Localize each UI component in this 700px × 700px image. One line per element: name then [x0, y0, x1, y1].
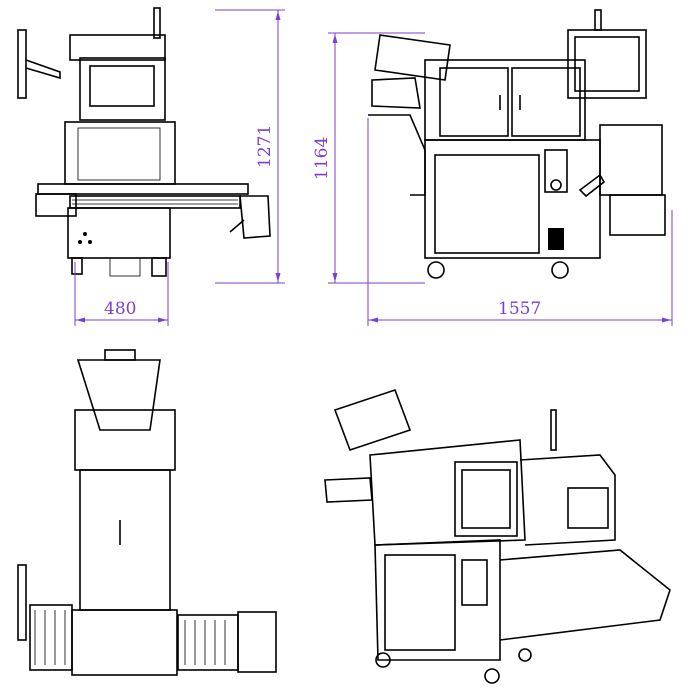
dimension-front-width: 480 — [74, 262, 169, 326]
top-view — [17, 349, 277, 676]
dimension-side-height: 1164 — [312, 32, 425, 284]
side-view — [368, 9, 666, 279]
front-height-label: 1271 — [255, 125, 275, 168]
dimension-side-width: 1557 — [367, 118, 673, 326]
front-view — [17, 7, 271, 277]
front-width-label: 480 — [104, 299, 136, 319]
side-width-label: 1557 — [498, 299, 541, 319]
isometric-view — [324, 388, 671, 684]
dimension-front-height: 1271 — [215, 9, 285, 284]
side-height-label: 1164 — [312, 137, 332, 180]
